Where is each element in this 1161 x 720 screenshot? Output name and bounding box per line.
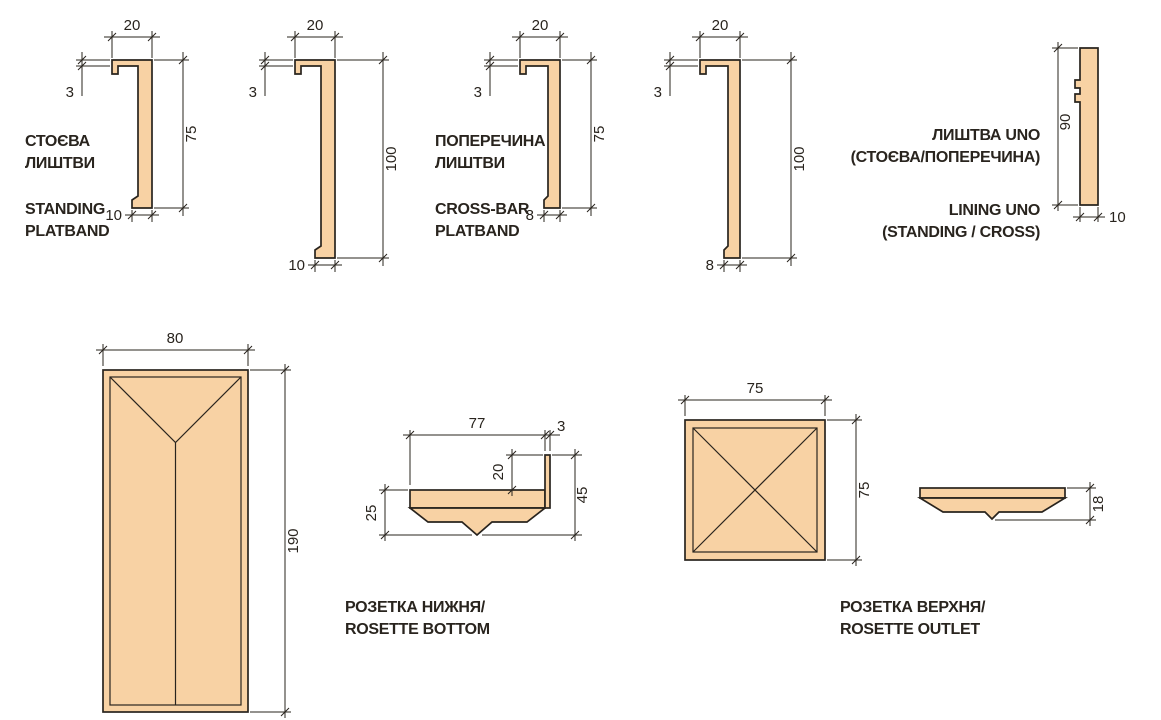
figure-lining-uno: 90 10 ЛИШТВА UNO (СТОЄВА/ПОПЕРЕЧИНА) LIN… — [851, 42, 1126, 241]
label-line1: РОЗЕТКА ВЕРХНЯ/ — [840, 599, 986, 616]
rosette-top-diagonals — [692, 427, 818, 553]
dim-base-height: 25 — [363, 505, 380, 522]
standing-platband-100-profile — [294, 59, 336, 259]
dim-lines-width — [96, 344, 255, 366]
dim-lines-top-width — [512, 31, 568, 58]
dim-lines-bottom-width — [308, 260, 342, 272]
dim-lines-height — [154, 52, 189, 216]
figure-door-leaf: 80 190 — [96, 330, 302, 718]
dim-thickness: 3 — [474, 84, 482, 101]
dim-top-width: 20 — [712, 17, 729, 34]
crossbar-platband-75-profile — [519, 59, 561, 209]
figure-standing-platband-75: 20 3 75 10 СТОЄВА ЛИШТВИ STANDING PLATBA… — [25, 17, 200, 240]
figure-rosette-top-side-profile: 18 — [916, 482, 1107, 526]
dim-lines-height — [250, 364, 291, 718]
lining-uno-profile — [1074, 47, 1099, 206]
label-uk-line2: (СТОЄВА/ПОПЕРЕЧИНА) — [851, 149, 1040, 166]
label-uk-line1: ЛИШТВА UNO — [932, 127, 1040, 144]
crossbar-platband-100-profile — [699, 59, 741, 259]
label-en-line1: STANDING — [25, 201, 105, 218]
dim-lines-height — [562, 52, 597, 216]
dim-bottom-width: 10 — [288, 257, 305, 274]
dim-lines-width — [403, 430, 551, 485]
dim-lip-rise: 20 — [490, 464, 507, 481]
dim-height: 75 — [591, 126, 608, 143]
dim-total-height: 45 — [574, 487, 591, 504]
label-line1: РОЗЕТКА НИЖНЯ/ — [345, 599, 486, 616]
dim-bottom-width: 8 — [706, 257, 714, 274]
label-line2: ROSETTE OUTLET — [840, 621, 980, 638]
dim-lines-base-height — [379, 484, 472, 541]
dim-top-width: 20 — [307, 17, 324, 34]
rosette-top-profile-bevel — [916, 497, 1069, 521]
dim-height: 75 — [856, 482, 873, 499]
dim-lip-thickness: 3 — [557, 418, 565, 435]
figure-standing-platband-100: 20 3 100 10 — [249, 17, 400, 274]
dim-lines-thickness — [259, 52, 293, 96]
dim-width: 80 — [167, 330, 184, 347]
dim-width: 10 — [1109, 209, 1126, 226]
dim-profile-height: 18 — [1090, 496, 1107, 513]
dim-lines-height — [1052, 42, 1078, 211]
dim-width: 75 — [747, 380, 764, 397]
label-uk-line1: СТОЄВА — [25, 133, 91, 150]
standing-platband-75-profile — [111, 59, 153, 209]
dim-bottom-width: 10 — [105, 207, 122, 224]
label-uk-line2: ЛИШТВИ — [25, 155, 95, 172]
label-en-line2: PLATBAND — [25, 223, 109, 240]
dim-height: 100 — [791, 146, 808, 171]
dim-lines-bottom-width — [717, 260, 747, 272]
label-en-line2: PLATBAND — [435, 223, 519, 240]
figure-rosette-bottom: 77 3 20 45 25 РОЗЕТКА НИЖНЯ/ ROSETTE BOT… — [345, 415, 591, 638]
dim-lines-profile-height — [995, 482, 1096, 526]
rosette-top-inner-line — [692, 427, 818, 553]
figure-crossbar-platband-75: 20 3 75 8 ПОПЕРЕЧИНА ЛИШТВИ CROSS-BAR PL… — [435, 17, 608, 240]
dim-lines-bottom-width — [537, 210, 567, 222]
dim-lines-top-width — [287, 31, 343, 58]
dim-lines-width — [678, 395, 832, 416]
dim-bottom-width: 8 — [526, 207, 534, 224]
dim-height: 190 — [285, 528, 302, 553]
door-leaf-mitre-lines — [109, 376, 242, 705]
label-uk-line1: ПОПЕРЕЧИНА — [435, 133, 546, 150]
dim-lines-thickness — [484, 52, 518, 96]
dim-lines-height — [742, 52, 797, 266]
label-en-line2: (STANDING / CROSS) — [882, 224, 1040, 241]
dim-height: 90 — [1057, 114, 1074, 131]
figure-rosette-top: 75 75 РОЗЕТКА ВЕРХНЯ/ ROSETTE OUTLET — [678, 380, 986, 638]
dim-thickness: 3 — [249, 84, 257, 101]
label-line2: ROSETTE BOTTOM — [345, 621, 490, 638]
dim-lines-width — [1073, 207, 1105, 222]
dim-lines-height — [337, 52, 389, 266]
dim-thickness: 3 — [654, 84, 662, 101]
dim-height: 100 — [383, 146, 400, 171]
label-uk-line2: ЛИШТВИ — [435, 155, 505, 172]
dim-lines-bottom-width — [125, 210, 159, 222]
rosette-bottom-bevel — [407, 507, 548, 537]
rosette-bottom-board — [409, 489, 546, 509]
label-en-line1: LINING UNO — [949, 202, 1040, 219]
dim-lines-lip-rise — [506, 449, 543, 496]
label-en-line1: CROSS-BAR — [435, 201, 530, 218]
dim-top-width: 20 — [532, 17, 549, 34]
dim-top-width: 20 — [124, 17, 141, 34]
dim-lines-thickness — [76, 52, 110, 96]
dim-lines-top-width — [104, 31, 160, 58]
figure-crossbar-platband-100: 20 3 100 8 — [654, 17, 808, 274]
dim-width: 77 — [469, 415, 486, 432]
dim-lines-total-height — [482, 449, 582, 541]
dim-lines-height — [827, 414, 862, 566]
dim-lines-top-width — [692, 31, 748, 58]
dim-height: 75 — [183, 126, 200, 143]
dim-lines-thickness — [664, 52, 698, 96]
rosette-bottom-lip — [544, 454, 551, 509]
dim-lines-lip-thickness — [545, 430, 560, 451]
rosette-top-profile-bar — [919, 487, 1066, 499]
dim-thickness: 3 — [66, 84, 74, 101]
